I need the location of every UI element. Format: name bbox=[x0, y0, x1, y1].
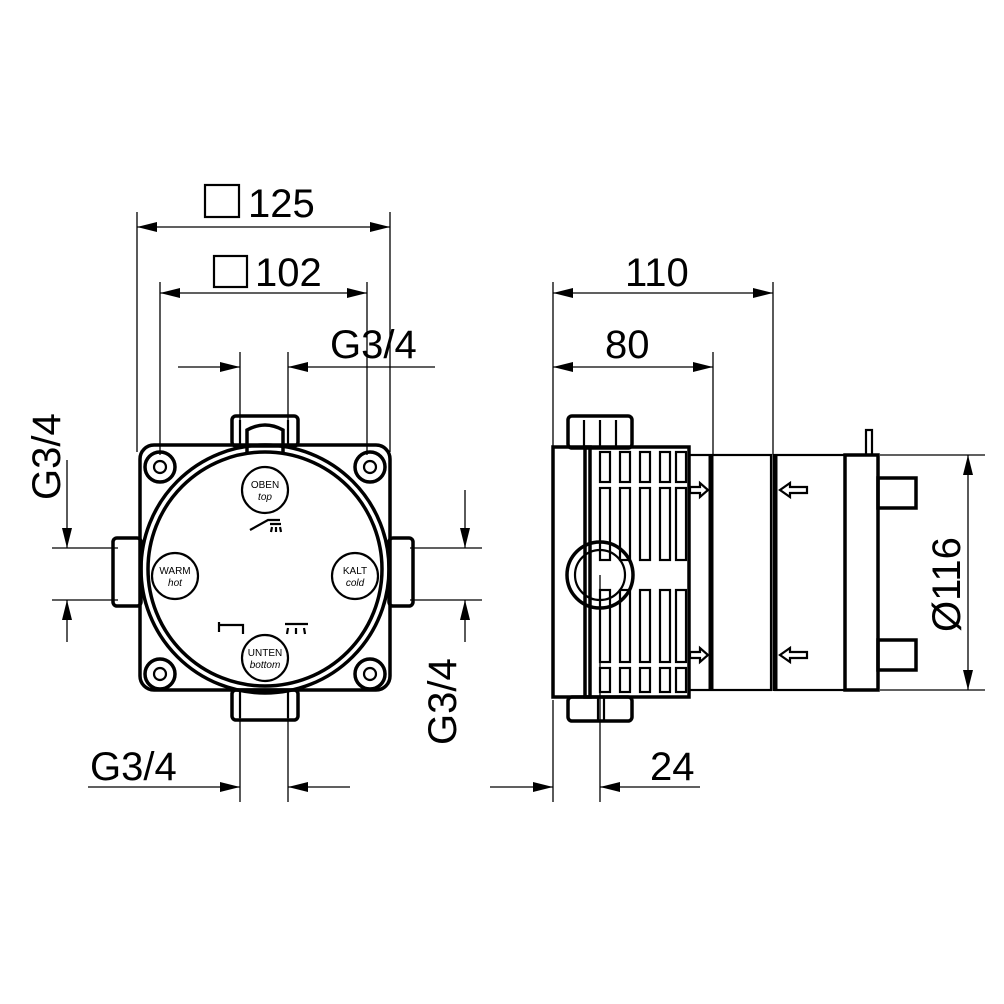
port-warm-sublabel: hot bbox=[168, 578, 183, 589]
dim-80-label: 80 bbox=[605, 323, 650, 367]
rib bbox=[674, 588, 688, 664]
dimension-thread-right: G3/4 bbox=[410, 490, 482, 745]
port-warm-label: WARM bbox=[159, 566, 190, 577]
rib bbox=[598, 666, 612, 694]
overhead-shower-icon bbox=[285, 622, 308, 635]
dimension-thread-bottom: G3/4 bbox=[88, 715, 350, 802]
bath-spout-icon bbox=[217, 622, 245, 634]
dim-102-label: 102 bbox=[255, 251, 322, 295]
port-top: OBEN top bbox=[240, 465, 290, 515]
rib bbox=[638, 450, 652, 484]
rib bbox=[674, 486, 688, 562]
rib bbox=[658, 486, 672, 562]
ribbed-housing bbox=[598, 450, 688, 694]
right-connector bbox=[387, 536, 415, 608]
port-top-label: OBEN bbox=[251, 480, 279, 491]
mounting-pin-top bbox=[876, 476, 918, 510]
port-warm: WARM hot bbox=[150, 551, 200, 601]
port-top-sublabel: top bbox=[258, 492, 272, 503]
rib bbox=[618, 666, 632, 694]
dimension-depth-110: 110 bbox=[552, 251, 774, 455]
thread-left-label: G3/4 bbox=[25, 413, 69, 500]
rib bbox=[638, 666, 652, 694]
rib bbox=[658, 666, 672, 694]
square-symbol-icon bbox=[203, 183, 241, 219]
direction-arrows bbox=[688, 480, 809, 665]
rib bbox=[638, 588, 652, 664]
rib bbox=[674, 666, 688, 694]
mounting-pin-bottom bbox=[876, 638, 918, 672]
rib bbox=[598, 486, 612, 562]
shower-head-icon bbox=[249, 518, 283, 533]
rib bbox=[598, 450, 612, 484]
thread-right-label: G3/4 bbox=[421, 658, 465, 745]
rib bbox=[598, 588, 612, 664]
dimension-square-125: 125 bbox=[136, 182, 391, 452]
rib bbox=[618, 588, 632, 664]
dimension-square-102: 102 bbox=[159, 251, 368, 455]
rib bbox=[638, 486, 652, 562]
mounting-holes bbox=[143, 450, 387, 691]
side-view-valve-body bbox=[551, 414, 918, 723]
port-kalt-sublabel: cold bbox=[346, 578, 365, 589]
rib bbox=[658, 450, 672, 484]
dimension-offset-24: 24 bbox=[490, 605, 700, 802]
thread-top-label: G3/4 bbox=[330, 323, 417, 367]
dimension-depth-80: 80 bbox=[553, 323, 714, 455]
port-bottom-sublabel: bottom bbox=[250, 660, 281, 671]
port-bottom-label: UNTEN bbox=[248, 648, 282, 659]
thread-bottom-label: G3/4 bbox=[90, 745, 177, 789]
dim-diameter-label: Ø116 bbox=[925, 537, 969, 632]
rib bbox=[674, 450, 688, 484]
dimension-thread-top: G3/4 bbox=[178, 323, 435, 420]
dim-110-label: 110 bbox=[625, 251, 689, 295]
square-symbol-icon bbox=[212, 254, 249, 289]
rib bbox=[618, 450, 632, 484]
port-kalt: KALT cold bbox=[330, 551, 380, 601]
dimension-diameter-116: Ø116 bbox=[880, 454, 985, 691]
port-kalt-label: KALT bbox=[343, 566, 367, 577]
dim-24-label: 24 bbox=[650, 745, 695, 789]
port-bottom: UNTEN bottom bbox=[240, 633, 290, 683]
rib bbox=[618, 486, 632, 562]
dim-125-label: 125 bbox=[248, 182, 315, 226]
front-view-valve-body: OBEN top WARM hot KALT cold UNTEN bottom bbox=[111, 414, 415, 722]
rib bbox=[658, 588, 672, 664]
dimension-thread-left: G3/4 bbox=[25, 413, 118, 642]
